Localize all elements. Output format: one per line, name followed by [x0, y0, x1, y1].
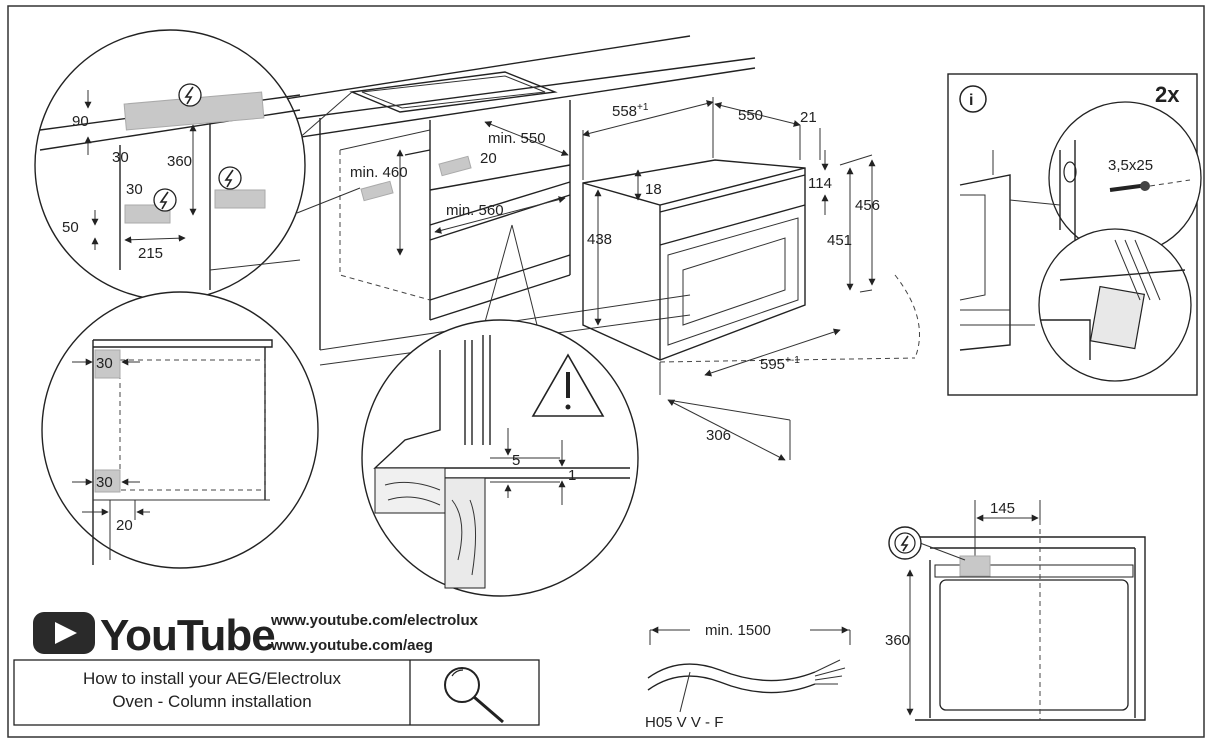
detail-215-label: 215	[138, 245, 163, 262]
cable-min-length-label: min. 1500	[705, 622, 771, 639]
detail-360-label: 360	[167, 153, 192, 170]
oven-456-label: 456	[855, 197, 880, 214]
screw-icon	[1109, 181, 1150, 192]
info-quantity: 2x	[1155, 82, 1180, 107]
lightning-icon	[888, 526, 922, 560]
detail-clearance: 30 30 20	[41, 291, 319, 569]
oven-18-label: 18	[645, 181, 662, 198]
youtube-brand-text: YouTube	[100, 611, 275, 660]
oven-438-label: 438	[587, 231, 612, 248]
cabinet-scene: min. 460 min. 550 20 min. 560	[149, 35, 756, 366]
lightning-icon	[178, 83, 202, 107]
lightning-icon	[153, 188, 177, 212]
gap-5-label: 5	[512, 452, 520, 469]
oven-595-value: 595	[760, 356, 785, 373]
link-youtube-electrolux[interactable]: www.youtube.com/electrolux	[270, 612, 479, 629]
oven-114-label: 114	[808, 175, 832, 192]
howto-line-2: Oven - Column installation	[112, 692, 311, 711]
clearance-20-label: 20	[116, 517, 133, 534]
oven-21-label: 21	[800, 109, 817, 126]
info-icon: i	[959, 85, 987, 113]
youtube-block: YouTube www.youtube.com/electrolux www.y…	[13, 611, 540, 726]
oven-558-sup: +1	[637, 102, 649, 113]
cable-type-label: H05 V V - F	[645, 714, 723, 731]
detail-socket-position: 90 30 360 30 50 215	[34, 29, 306, 301]
oven-drawing: 558+1 550 21 18 438 114 451 456 595+-1 3…	[582, 97, 920, 461]
howto-line-1: How to install your AEG/Electrolux	[83, 669, 341, 688]
socket-360-label: 360	[885, 632, 910, 649]
screw-size-label: 3,5x25	[1108, 157, 1153, 174]
oven-595-label: 595+-1	[760, 355, 800, 373]
oven-550-label: 550	[738, 107, 763, 124]
youtube-play-icon	[33, 612, 95, 654]
lightning-icon	[218, 166, 242, 190]
socket-front-view: 145 360	[885, 500, 1146, 721]
search-icon[interactable]	[444, 667, 504, 724]
detail-50-label: 50	[62, 219, 79, 236]
cable-drawing: min. 1500 H05 V V - F	[645, 622, 851, 731]
detail-30b-label: 30	[126, 181, 143, 198]
detail-gap: 5 1	[361, 319, 639, 597]
oven-595-sup: +-1	[785, 355, 800, 366]
info-box: i 2x 3,5x25	[947, 73, 1202, 396]
page-border	[7, 5, 1205, 738]
gap-1-label: 1	[568, 467, 576, 484]
oven-558-label: 558+1	[612, 102, 649, 120]
socket-145-label: 145	[990, 500, 1015, 517]
cabinet-min-460-label: min. 460	[350, 164, 408, 181]
svg-text:i: i	[969, 92, 973, 109]
detail-30a-label: 30	[112, 149, 129, 166]
link-youtube-aeg[interactable]: www.youtube.com/aeg	[270, 637, 433, 654]
clearance-30-bottom-label: 30	[96, 474, 113, 491]
oven-558-value: 558	[612, 103, 637, 120]
cabinet-20-label: 20	[480, 150, 497, 167]
cabinet-min-550-label: min. 550	[488, 130, 546, 147]
clearance-30-top-label: 30	[96, 355, 113, 372]
oven-451-label: 451	[827, 232, 852, 249]
oven-306-label: 306	[706, 427, 731, 444]
detail-90-label: 90	[72, 113, 89, 130]
cabinet-min-560-label: min. 560	[446, 202, 504, 219]
warning-icon	[531, 353, 605, 417]
